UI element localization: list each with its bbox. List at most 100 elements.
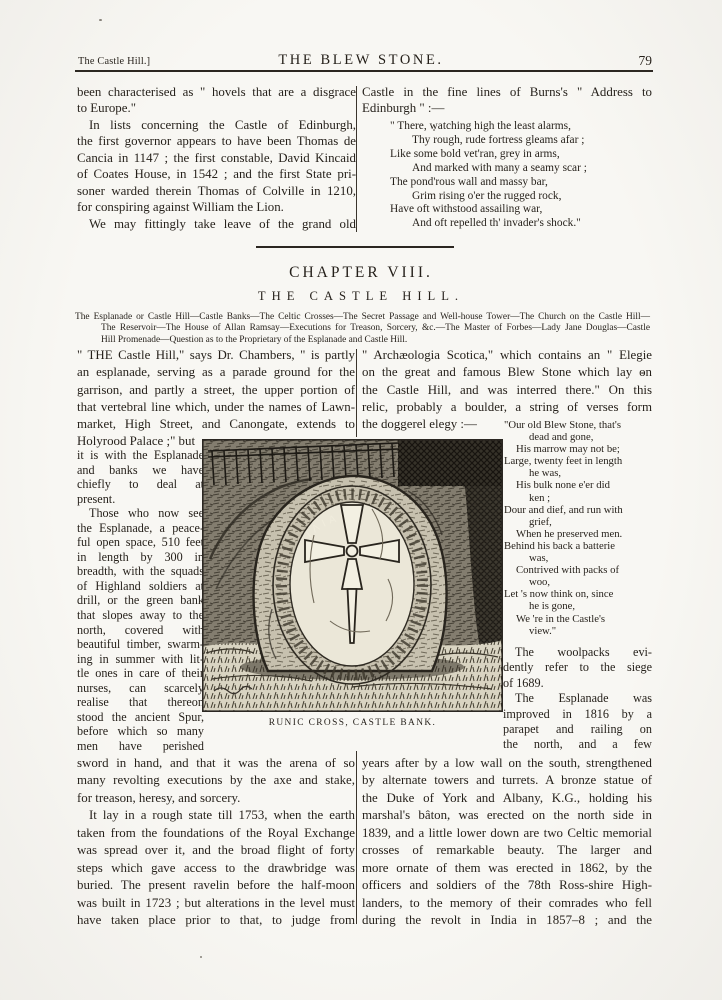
header-rule [75, 70, 653, 73]
text-line: realise that thereon [77, 695, 204, 710]
text-line: grief, [529, 515, 552, 528]
text-line: in length by 300 in [77, 549, 204, 564]
text-line: And oft repelled th' invader's shock." [412, 217, 581, 230]
text-line: Behind his back a batterie [504, 539, 615, 552]
text-line: the Castle Hill, and was interred there.… [362, 382, 652, 397]
text-line: before which so many [77, 724, 204, 739]
intro-right-column: Castle in the fine lines of Burns's " Ad… [362, 84, 652, 117]
text-line: of Coates House, in 1542 ; and the first… [77, 167, 356, 182]
page-title: THE BLEW STONE. [278, 52, 444, 68]
text-line: Dour and dief, and run with [504, 503, 623, 516]
text-line: " THE Castle Hill," says Dr. Chambers, "… [77, 348, 355, 362]
main-right-narrow: The woolpacks evi-dently refer to the si… [503, 645, 652, 753]
text-line: We 're in the Castle's [516, 612, 606, 625]
text-line: Holyrood Palace ;" but [77, 434, 196, 449]
text-line: 1839, and a little lower down are two Ce… [362, 825, 652, 840]
text-line: he was, [529, 467, 562, 480]
chapter-title: THE CASTLE HILL. [257, 289, 465, 303]
text-line: parapet and railing on [503, 722, 652, 737]
text-line: garrison, and partly a street, the upper… [77, 382, 355, 397]
text-line: Let 's now think on, since [504, 588, 614, 601]
text-line: was, [529, 552, 549, 565]
text-line: for conspiring against William the Lion. [77, 200, 284, 215]
text-line: ing in summer with lit- [77, 651, 204, 666]
text-line: the doggerel elegy :— [362, 417, 477, 432]
text-line: sword in hand, and that it was the arena… [77, 756, 355, 770]
text-line: improved in 1816 by a [503, 706, 652, 721]
text-line: present. [77, 491, 116, 506]
text-line: during the revolt in India in 1857–8 ; a… [362, 913, 652, 928]
text-line: Thy rough, rude fortress gleams afar ; [412, 133, 585, 146]
text-line: it is with the Esplanade [77, 448, 204, 462]
text-line: His bulk none e'er did [516, 479, 610, 492]
text-line: His marrow may not be; [516, 443, 620, 456]
chapter-summary: The Esplanade or Castle Hill—Castle Bank… [75, 312, 650, 346]
text-line: Castle in the fine lines of Burns's " Ad… [362, 85, 652, 99]
text-line: the first governor appears to have been … [77, 134, 356, 149]
text-line: many revolting executions by the axe and… [77, 773, 355, 788]
page-number: 79 [638, 53, 653, 68]
text-line: dead and gone, [529, 431, 594, 444]
running-header-left: The Castle Hill.] [78, 56, 151, 67]
main-right-bottom: years after by a low wall on the south, … [362, 755, 652, 930]
text-line: Those who now see [89, 506, 204, 521]
text-line: the Duke of York and Albany, K.G., holdi… [362, 790, 652, 805]
text-line: buried. The present ravelin before the h… [77, 878, 355, 893]
column-divider-top [356, 86, 358, 232]
text-line: landers, to the memory of their comrades… [362, 895, 652, 910]
burns-poem: " There, watching high the least alarms,… [390, 120, 640, 231]
text-line: "Our old Blew Stone, that's [504, 419, 622, 431]
text-line: to Europe." [77, 101, 136, 116]
text-line: of 1689. [503, 675, 544, 690]
text-line: crosses of remarkable beauty. The larger… [362, 843, 652, 858]
text-line: by alternate towers and turrets. A bronz… [362, 773, 652, 788]
intro-left-column: been characterised as " hovels that are … [77, 84, 356, 232]
text-line: officers and soldiers of the 78th Ross-s… [362, 878, 652, 893]
text-line: have taken place prior to that, to judge… [77, 913, 355, 928]
text-line: drill, or the green bank [77, 593, 204, 608]
main-right-top: " Archæologia Scotica," which contains a… [362, 347, 652, 433]
text-line: marshal's bâton, was erected on the nort… [362, 808, 652, 823]
text-line: It lay in a rough state till 1753, when … [89, 808, 355, 823]
text-line: When he preserved men. [516, 527, 623, 540]
runic-cross-engraving: IΛIAFN [202, 439, 503, 712]
text-line: The Esplanade or Castle Hill—Castle Bank… [75, 312, 650, 322]
text-line: that vertebral line which, under the nam… [77, 399, 355, 414]
text-line: soner warded therein Thomas of Colville … [77, 183, 356, 198]
text-line: dently refer to the siege [503, 660, 652, 675]
text-line: more ornate of them was erected in 1862,… [362, 860, 652, 875]
text-line: taken from the foundations of the Royal … [77, 825, 355, 840]
text-line: chiefly to deal at [77, 477, 204, 492]
text-line: Grim rising o'er the rugged rock, [412, 189, 562, 202]
text-line: The Reservoir—The House of Allan Ramsay—… [101, 323, 650, 334]
engraving-image: IΛIAFN [202, 439, 503, 712]
scan-speck [200, 956, 202, 958]
scan-speck [99, 19, 102, 21]
text-line: the Esplanade, a peace- [77, 520, 204, 535]
scan-speck [433, 129, 435, 131]
text-line: was built in 1723 ; but alterations in t… [77, 895, 355, 910]
text-line: The woolpacks evi- [515, 645, 652, 659]
text-line: market, High Street, and Canongate, exte… [77, 417, 355, 432]
text-line: woo, [529, 576, 551, 589]
text-line: of Highland soldiers at [77, 578, 204, 593]
chapter-number: CHAPTER VIII. [289, 264, 433, 281]
text-line: view." [529, 624, 557, 637]
text-line: Contrived with packs of [516, 564, 619, 577]
main-left-bottom: sword in hand, and that it was the arena… [77, 755, 355, 930]
text-line: Hill Promenade—Question as to the Propri… [101, 334, 408, 345]
text-line: Large, twenty feet in length [504, 455, 623, 468]
text-line: In lists concerning the Castle of Edinbu… [89, 117, 356, 132]
text-line: Have oft withstood assailing war, [390, 203, 543, 216]
text-line: ken ; [529, 491, 551, 504]
text-line: years after by a low wall on the south, … [362, 756, 652, 770]
column-divider-middle [356, 349, 358, 437]
text-line: he is gone, [529, 600, 576, 613]
text-line: nurses, can scarcely [77, 680, 204, 695]
text-line: north, covered with [77, 622, 204, 637]
text-line: an esplanade, serving as a parade ground… [77, 365, 355, 380]
text-line: steps which gave access to the drawbridg… [77, 860, 355, 875]
text-line: Like some bold vet'ran, grey in arms, [390, 147, 560, 160]
